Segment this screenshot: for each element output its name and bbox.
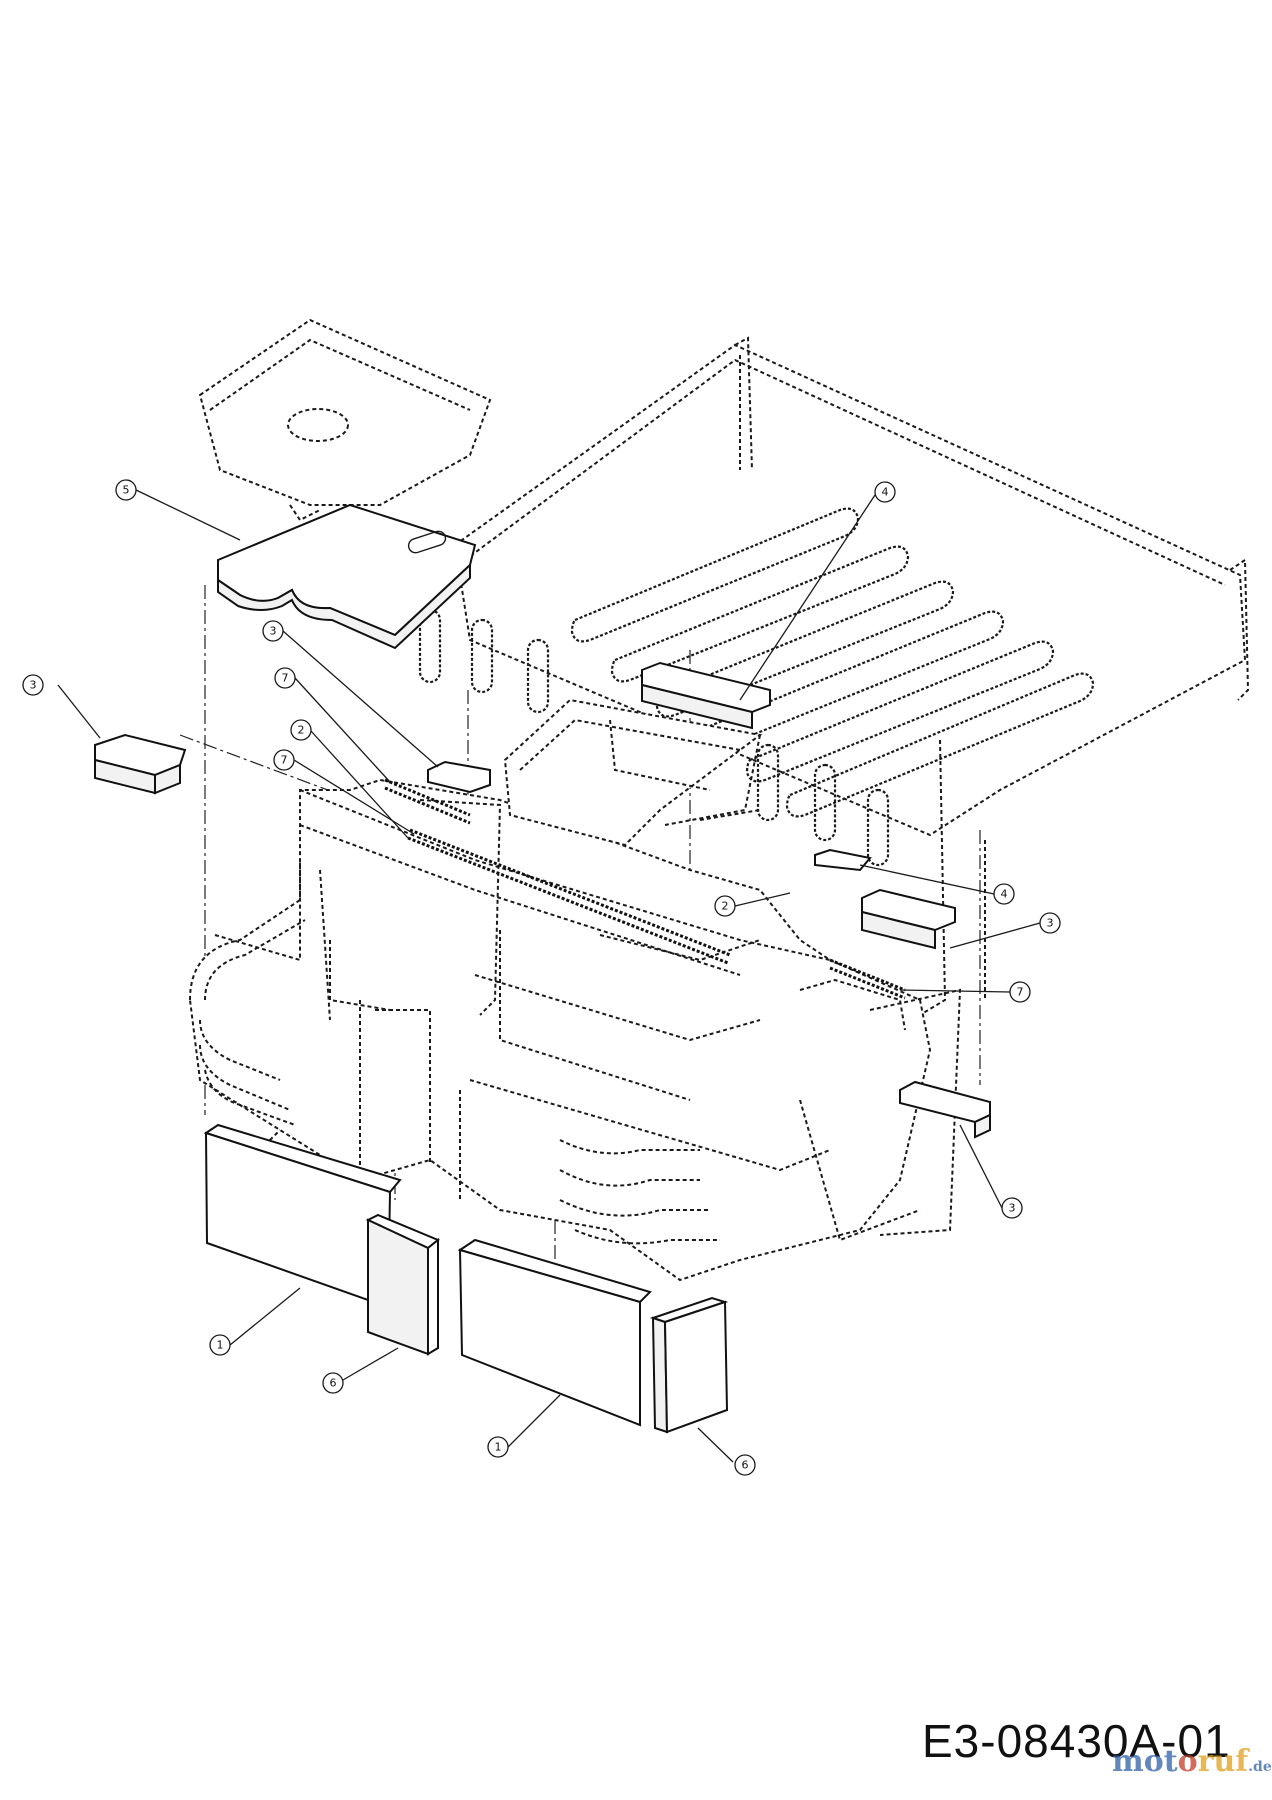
callout-label: 7 (1017, 986, 1024, 999)
callout-6-left: 6 (322, 1372, 344, 1394)
callout-7-upper: 7 (274, 667, 296, 689)
bumper-strip-part-2 (384, 778, 906, 1000)
callout-2-right: 2 (714, 895, 736, 917)
block-part-3-left (94, 733, 187, 795)
watermark-logo: motoruf.de (1112, 1742, 1272, 1782)
callout-label: 4 (882, 486, 889, 499)
drawing-code: E3-08430A-01 (922, 1715, 1231, 1767)
watermark-part: o (1177, 1744, 1198, 1779)
block-part-3-right (861, 888, 956, 950)
callout-label: 3 (1047, 917, 1054, 930)
callout-5: 5 (115, 479, 137, 501)
callout-1-left: 1 (209, 1334, 231, 1356)
block-part-3-lower (899, 1080, 991, 1139)
callout-label: 4 (1001, 888, 1008, 901)
callout-3-left: 3 (22, 674, 44, 696)
callout-label: 6 (330, 1377, 337, 1390)
watermark-part: ruf (1197, 1744, 1249, 1779)
callout-label: 1 (217, 1339, 224, 1352)
callout-3-right: 3 (1039, 912, 1061, 934)
callout-2-left: 2 (290, 719, 312, 741)
callout-1-right: 1 (487, 1436, 509, 1458)
callout-4-top: 4 (874, 481, 896, 503)
block-part-4-top (641, 661, 771, 730)
callout-label: 6 (742, 1459, 749, 1472)
callout-label: 2 (298, 724, 305, 737)
panel-part-6-left (365, 1213, 440, 1356)
callout-6-right: 6 (734, 1454, 756, 1476)
callout-label: 3 (1009, 1202, 1016, 1215)
callout-label: 7 (282, 672, 289, 685)
seat-mount-plate (198, 318, 492, 522)
callout-7-right: 7 (1009, 981, 1031, 1003)
block-part-3-upper (427, 760, 491, 794)
callout-label: 5 (123, 484, 130, 497)
watermark-tld: .de (1248, 1759, 1272, 1775)
main-frame (188, 698, 962, 1282)
panel-part-1-right (457, 1238, 652, 1427)
leader-lines (57, 489, 1041, 1463)
callout-label: 3 (270, 625, 277, 638)
watermark-part: mot (1112, 1744, 1178, 1779)
callout-7-left: 7 (273, 749, 295, 771)
block-part-4-right (814, 848, 872, 872)
seat-pad-part-5 (217, 503, 477, 650)
callout-3-upper: 3 (262, 620, 284, 642)
rear-deck-plate (418, 336, 1250, 1016)
callout-3-lower: 3 (1001, 1197, 1023, 1219)
callout-label: 2 (722, 900, 729, 913)
panel-part-6-right (649, 1296, 729, 1434)
callout-label: 7 (281, 754, 288, 767)
callout-label: 3 (30, 679, 37, 692)
callout-label: 1 (495, 1441, 502, 1454)
callout-4-right: 4 (993, 883, 1015, 905)
